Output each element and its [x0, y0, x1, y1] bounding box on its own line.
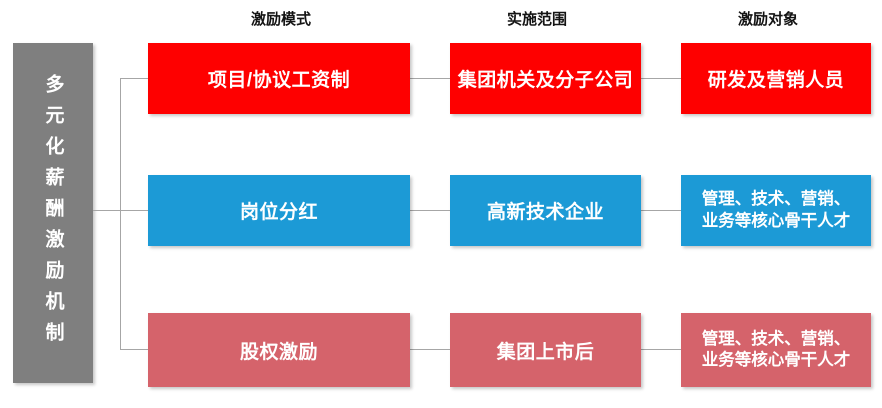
node-row2-scope: 高新技术企业 — [450, 175, 641, 246]
column-header-incentive-mode: 激励模式 — [250, 11, 312, 28]
root-node-label: 多元化薪酬激励机制 — [42, 73, 64, 353]
connector-row2-mode-scope — [410, 210, 450, 211]
node-row1-target: 研发及营销人员 — [681, 43, 871, 114]
connector-row2-scope-target — [641, 210, 681, 211]
connector-branch-row2 — [93, 210, 148, 211]
connector-row3-mode-scope — [410, 349, 450, 350]
connector-row1-scope-target — [641, 78, 681, 79]
connector-row1-mode-scope — [410, 78, 450, 79]
node-row3-mode: 股权激励 — [148, 313, 410, 387]
connector-row3-scope-target — [641, 349, 681, 350]
connector-branch-row1 — [120, 78, 148, 79]
node-row2-target: 管理、技术、营销、 业务等核心骨干人才 — [681, 175, 871, 246]
node-row3-target: 管理、技术、营销、 业务等核心骨干人才 — [681, 313, 871, 387]
column-header-incentive-target: 激励对象 — [737, 11, 799, 28]
root-node: 多元化薪酬激励机制 — [13, 43, 93, 383]
connector-trunk-vertical — [120, 78, 121, 350]
connector-branch-row3 — [120, 349, 148, 350]
node-row3-scope: 集团上市后 — [450, 313, 641, 387]
node-row1-mode: 项目/协议工资制 — [148, 43, 410, 114]
column-header-implementation-scope: 实施范围 — [506, 11, 568, 28]
node-row1-scope: 集团机关及分子公司 — [450, 43, 641, 114]
node-row2-mode: 岗位分红 — [148, 175, 410, 246]
